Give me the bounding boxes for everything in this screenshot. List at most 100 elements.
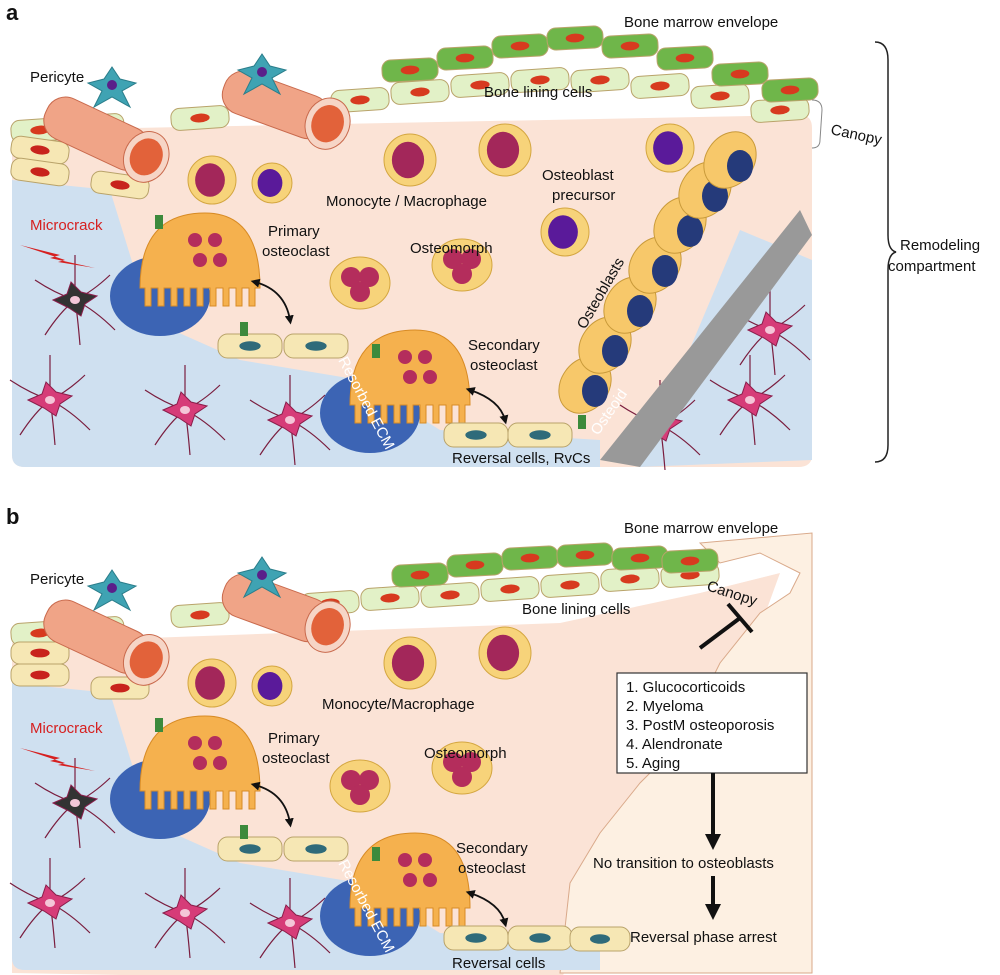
label-reversal-cells: Reversal cells, RvCs (452, 450, 590, 467)
osteomorph (329, 759, 391, 813)
label-monocyte-macrophage-b: Monocyte/Macrophage (322, 696, 475, 713)
osteoclast-nucleus (423, 370, 437, 384)
label-secondary-osteoclast-b: Secondary (456, 840, 528, 857)
blood-vessel (43, 599, 170, 686)
lining-cell (510, 67, 570, 93)
osteocyte (9, 355, 91, 446)
lining-cell-nucleus (770, 105, 790, 115)
osteoblast-nucleus (652, 255, 678, 287)
label-bone-lining-cells-b: Bone lining cells (522, 601, 630, 618)
lining-cell (170, 105, 230, 131)
osteocyte (144, 365, 226, 456)
lining-cell-nucleus (380, 593, 400, 603)
envelope-cell (761, 77, 819, 103)
lining-cell-nucleus (350, 95, 370, 105)
osteoblast-nucleus (627, 295, 653, 327)
cause-item: 3. PostM osteoporosis (626, 717, 774, 734)
envelope-cell-nucleus (620, 41, 640, 51)
envelope-cell (391, 562, 449, 588)
monocyte (540, 207, 590, 257)
curved-arrow (465, 890, 509, 928)
cell-junction (578, 415, 586, 429)
cause-item: 1. Glucocorticoids (626, 679, 745, 696)
reversal-cell (217, 836, 283, 862)
lining-cell-nucleus (470, 80, 490, 90)
cause-item: 2. Myeloma (626, 698, 704, 715)
label-primary-osteoclast-b: Primary (268, 730, 320, 747)
lining-cell-nucleus (680, 570, 700, 580)
cell-junction (372, 344, 380, 358)
osteocyte (249, 878, 331, 969)
lining-cell-nucleus (560, 580, 580, 590)
envelope-cell-nucleus (575, 550, 595, 560)
envelope-cell (711, 61, 769, 87)
osteocyte (144, 868, 226, 959)
monocyte-nucleus (257, 672, 283, 700)
osteocyte (249, 375, 331, 466)
osteocyte-nucleus (45, 396, 55, 404)
envelope-cell (501, 545, 559, 571)
lining-cell (750, 97, 810, 123)
osteomorph-nucleus (359, 770, 379, 790)
label-primary-osteoclast: Primary (268, 223, 320, 240)
reversal-cell-nucleus (239, 341, 261, 351)
osteoclast (110, 212, 261, 336)
curved-arrow (250, 278, 294, 325)
cell-junction (372, 847, 380, 861)
bone-matrix (12, 683, 600, 970)
envelope-cell-nucleus (730, 69, 750, 79)
bone-matrix (12, 180, 600, 467)
osteomorph-nucleus (350, 785, 370, 805)
lining-cell (630, 73, 690, 99)
reversal-cell (507, 422, 573, 448)
lining-cell-nucleus (590, 75, 610, 85)
label-primary-osteoclast-2: osteoclast (262, 243, 330, 260)
panel-a (9, 25, 819, 471)
osteoblast-nucleus (582, 375, 608, 407)
reversal-cell-nucleus (590, 934, 610, 944)
pericyte-nucleus (107, 80, 117, 90)
monocyte-nucleus (548, 215, 578, 249)
microcrack-icon (20, 748, 95, 771)
osteomorph (431, 741, 493, 795)
reversal-cell-nucleus (305, 341, 327, 351)
osteoblast-nucleus (727, 150, 753, 182)
label-microcrack: Microcrack (30, 217, 103, 234)
monocyte (478, 123, 532, 177)
arrow-head-1 (705, 834, 721, 850)
monocyte (251, 665, 293, 707)
lining-cell-nucleus (530, 75, 550, 85)
envelope-cell (611, 545, 669, 571)
monocyte (645, 123, 695, 173)
osteoclast-nucleus (423, 873, 437, 887)
inhibition-t-bar (698, 602, 754, 650)
label-reversal-arrest: Reversal phase arrest (630, 929, 778, 946)
envelope-cell (491, 33, 549, 59)
monocyte (187, 155, 237, 205)
label-bone-marrow-envelope-b: Bone marrow envelope (624, 520, 778, 537)
label-osteomorph-b: Osteomorph (424, 745, 507, 762)
cause-item: 4. Alendronate (626, 736, 723, 753)
monocyte-nucleus (486, 131, 520, 169)
cell-junction (240, 825, 248, 839)
label-microcrack-b: Microcrack (30, 720, 103, 737)
cell-junction (155, 215, 163, 229)
label-primary-osteoclast-b-2: osteoclast (262, 750, 330, 767)
lining-cell (570, 67, 630, 93)
bone-lining-cell-nucleus (30, 648, 50, 658)
osteoclast-nucleus (208, 736, 222, 750)
osteoclast-nucleus (418, 350, 432, 364)
label-pericyte: Pericyte (30, 69, 84, 86)
monocyte (478, 626, 532, 680)
monocyte (383, 133, 437, 187)
monocyte-nucleus (195, 666, 225, 700)
pericyte-nucleus (257, 570, 267, 580)
red-blood-cell (311, 608, 344, 646)
monocyte-nucleus (486, 634, 520, 672)
lining-cell (540, 572, 600, 598)
osteoclast-nucleus (403, 873, 417, 887)
osteoclast-nucleus (193, 253, 207, 267)
envelope-cell-nucleus (630, 553, 650, 563)
osteoclast-nucleus (208, 233, 222, 247)
